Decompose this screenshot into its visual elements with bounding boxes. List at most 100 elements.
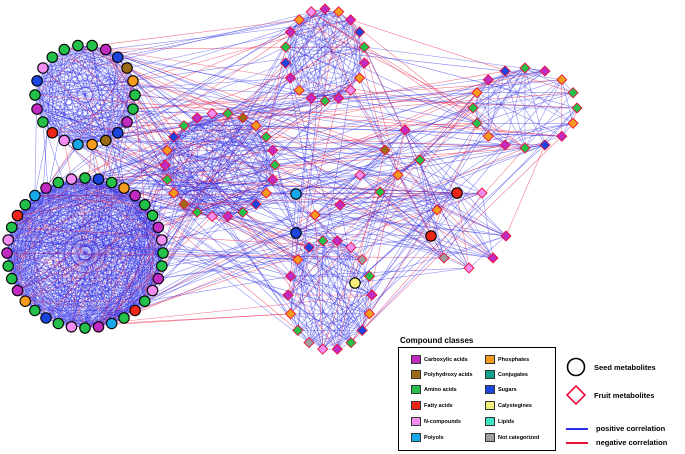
fruit-metabolite-node (309, 209, 321, 221)
correlation-edge (227, 216, 298, 260)
correlation-edge (290, 240, 338, 314)
correlation-edge (17, 215, 162, 241)
correlation-edge (11, 227, 373, 296)
correlation-edge (164, 164, 213, 217)
correlation-edge (285, 11, 312, 64)
fruit-metabolite-node (500, 230, 512, 242)
correlation-edge (52, 56, 134, 82)
legend-label: Sugars (498, 386, 517, 393)
seed-metabolite-node (31, 103, 43, 115)
seed-metabolite-node (100, 134, 112, 147)
correlation-edge (379, 174, 399, 193)
positive-label: positive correlation (596, 424, 666, 433)
correlation-edge (211, 113, 310, 248)
seed-metabolite-node (5, 221, 18, 234)
correlation-edge (287, 294, 338, 350)
positive-line-icon (566, 427, 588, 430)
correlation-edge (350, 19, 574, 93)
correlation-edge (8, 204, 145, 267)
correlation-edge (287, 192, 458, 296)
correlation-edge (36, 8, 326, 82)
correlation-edge (314, 214, 494, 259)
correlation-edge (123, 174, 361, 189)
correlation-edge (45, 187, 159, 228)
fruit-metabolite-node (279, 57, 292, 69)
correlation-edge (161, 239, 291, 277)
correlation-edge (211, 113, 257, 205)
seed-metabolite-node (86, 138, 98, 151)
correlation-edge (404, 129, 445, 259)
correlation-edge (419, 92, 478, 161)
seed-metabolite-node (425, 230, 437, 242)
correlation-edge (77, 45, 363, 331)
fruit-metabolite-node (178, 120, 190, 132)
correlation-edge (314, 209, 438, 216)
correlation-edge (354, 209, 438, 284)
fruit-metabolite-node (260, 131, 272, 143)
correlation-edge (173, 125, 257, 138)
seed-metabolite-node (79, 172, 91, 184)
correlation-edge (384, 149, 421, 161)
correlation-edge (111, 182, 363, 260)
fruit-metabolite-node (354, 26, 366, 38)
correlation-edge (84, 192, 483, 329)
correlation-edge (472, 67, 526, 109)
correlation-edge (287, 240, 323, 296)
legend-item-conjugates: Conjugates (485, 370, 528, 379)
fruit-metabolite-node (267, 144, 279, 156)
correlation-edge (354, 191, 381, 284)
legend-swatch (485, 370, 495, 379)
correlation-edge (134, 94, 562, 137)
correlation-edge (91, 45, 112, 183)
fruit-metabolite-node (279, 41, 292, 53)
seed-metabolite-node (111, 127, 124, 139)
correlation-edge (92, 45, 507, 237)
correlation-edge (337, 240, 352, 343)
correlation-edge (337, 149, 386, 350)
correlation-edge (17, 204, 145, 291)
fruit-metabolite-node (331, 343, 343, 355)
seed-metabolite-node (65, 321, 78, 333)
correlation-edge (290, 240, 338, 277)
fruit-metabolite-node (237, 112, 249, 124)
correlation-edge (25, 239, 162, 302)
correlation-edge (164, 123, 477, 166)
seed-metabolite-node (72, 39, 84, 52)
correlation-edge (63, 140, 72, 180)
seed-metabolite-node (111, 51, 124, 63)
correlation-edge (164, 164, 229, 217)
correlation-edge (34, 195, 99, 327)
fruit-metabolite-node (379, 144, 391, 156)
legend-item-fatty-acids: Fatty acids (411, 401, 453, 410)
fruit-metabolite-node (260, 187, 272, 199)
seed-metabolite-node (92, 173, 105, 185)
correlation-edge (11, 227, 162, 241)
correlation-edge (290, 19, 351, 33)
correlation-edge (8, 204, 145, 241)
correlation-edge (183, 192, 267, 205)
correlation-edge (144, 275, 291, 302)
correlation-edge (34, 178, 72, 196)
correlation-edge (295, 174, 361, 195)
correlation-edge (36, 108, 79, 145)
correlation-edge (164, 136, 267, 166)
correlation-edge (337, 240, 370, 277)
fruit-metabolite-node (161, 144, 173, 156)
fruit-metabolite-node (358, 41, 371, 53)
correlation-edge (84, 215, 153, 329)
fruit-metabolite-node (317, 343, 329, 355)
correlation-edge (58, 150, 168, 324)
fruit-metabolite-node (345, 241, 357, 254)
correlation-edge (308, 313, 370, 343)
correlation-edge (285, 11, 339, 48)
correlation-edge (272, 144, 506, 151)
correlation-edge (295, 193, 438, 211)
correlation-edge (58, 182, 159, 228)
correlation-edge (91, 80, 134, 145)
seed-metabolite-node (1, 247, 13, 259)
fruit-metabolite-node (499, 139, 511, 151)
correlation-edge (45, 239, 162, 319)
correlation-edge (369, 67, 526, 314)
correlation-edge (173, 117, 243, 138)
fruit-metabolite-node (358, 57, 371, 69)
